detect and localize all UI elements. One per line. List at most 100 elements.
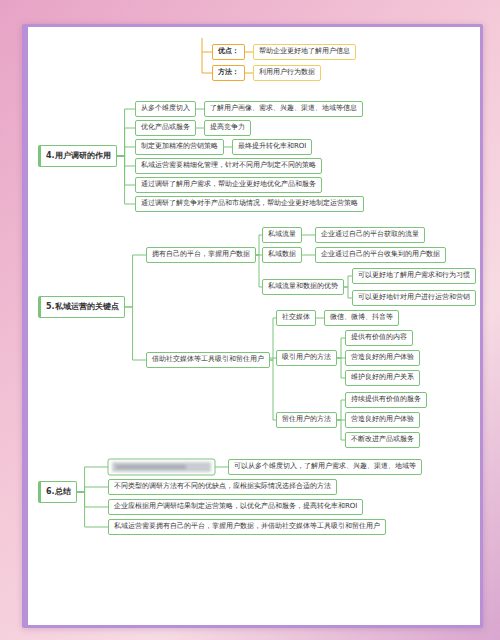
node-text: 最终提升转化率和ROI [238, 142, 306, 151]
bracket-line [202, 73, 212, 74]
node-text: 私域运营需要拥有自己的平台，掌握用户数据，并借助社交媒体等工具吸引和留住用户 [114, 522, 380, 531]
branch-connector [337, 400, 345, 420]
branch-connector [302, 235, 315, 236]
blurred-box [108, 459, 215, 475]
branch-connector [302, 255, 315, 256]
branch-box: 最终提升转化率和ROI [232, 139, 312, 154]
branch-box: 企业应根据用户调研结果制定运营策略，以优化产品和服务，提高转化率和ROI [108, 499, 363, 514]
node-text: 6.总结 [46, 487, 71, 498]
node-text: 企业应根据用户调研结果制定运营策略，以优化产品和服务，提高转化率和ROI [114, 502, 357, 511]
branch-connector [117, 156, 135, 166]
node-text: 通过调研了解用户需求，帮助企业更好地优化产品和服务 [141, 180, 316, 189]
node-text: 营造良好的用户体验 [351, 415, 414, 424]
branch-connector [316, 318, 324, 319]
branch-connector [125, 255, 146, 307]
branch-connector [270, 360, 276, 420]
branch-connector [245, 73, 253, 74]
branch-box: 不断改进产品或服务 [345, 432, 420, 447]
node-text: 提供有价值的内容 [351, 333, 407, 342]
branch-connector [196, 128, 204, 129]
blurred-patch [112, 462, 211, 472]
branch-box: 从多个维度切入 [135, 101, 196, 116]
branch-connector [337, 420, 345, 440]
node-text: 不断改进产品或服务 [351, 435, 414, 444]
branch-box: 通过调研了解用户需求，帮助企业更好地优化产品和服务 [135, 177, 322, 192]
node-text: 不同类型的调研方法有不同的优缺点，应根据实际情况选择合适的方法 [114, 482, 331, 491]
node-text: 营造良好的用户体验 [351, 353, 414, 362]
node-text: 借助社交媒体等工具吸引和留住用户 [152, 355, 264, 364]
node-text: 吸引用户的方法 [282, 353, 331, 362]
branch-connector [224, 147, 232, 148]
node-text: 优点： [218, 47, 239, 56]
branch-box: 社交媒体 [276, 310, 316, 325]
branch-connector [117, 128, 135, 156]
branch-connector [117, 156, 135, 204]
branch-box: 可以更好地了解用户需求和行为习惯 [352, 268, 476, 283]
node-text: 从多个维度切入 [141, 104, 190, 113]
branch-box: 拥有自己的平台，掌握用户数据 [146, 247, 256, 262]
branch-box: 私域运营需要拥有自己的平台，掌握用户数据，并借助社交媒体等工具吸引和留住用户 [108, 519, 386, 534]
branch-box: 借助社交媒体等工具吸引和留住用户 [146, 352, 270, 367]
node-text: 私域运营需要精细化管理，针对不同用户制定不同的策略 [141, 161, 316, 170]
branch-box: 私域数据 [262, 247, 302, 262]
node-text: 通过调研了解竞争对手产品和市场情况，帮助企业更好地制定运营策略 [141, 199, 358, 208]
branch-connector [77, 492, 108, 507]
label-value-box: 利用用户行为数据 [253, 65, 321, 80]
bracket-line [202, 38, 203, 73]
node-text: 制定更加精准的营销策略 [141, 142, 218, 151]
branch-box: 不同类型的调研方法有不同的优缺点，应根据实际情况选择合适的方法 [108, 479, 337, 494]
branch-box: 了解用户画像、需求、兴趣、渠道、地域等信息 [204, 101, 363, 116]
branch-box: 维护良好的用户关系 [345, 370, 420, 385]
label-key-box: 优点： [212, 44, 245, 59]
branch-connector [117, 147, 135, 156]
branch-box: 可以更好地针对用户进行运营和营销 [352, 290, 476, 305]
label-value-box: 帮助企业更好地了解用户信息 [253, 44, 356, 59]
branch-box: 私域运营需要精细化管理，针对不同用户制定不同的策略 [135, 158, 322, 173]
blurred-box-outline [108, 459, 215, 475]
section-box: 6.总结 [38, 481, 77, 504]
node-text: 了解用户画像、需求、兴趣、渠道、地域等信息 [210, 104, 357, 113]
node-text: 社交媒体 [282, 313, 310, 322]
bracket-line [202, 52, 212, 53]
branch-connector [77, 487, 108, 492]
section-box: 5.私域运营的关键点 [38, 296, 125, 319]
branch-box: 吸引用户的方法 [276, 350, 337, 365]
node-text: 私域数据 [268, 250, 296, 259]
branch-box: 提供有价值的内容 [345, 330, 413, 345]
node-text: 4.用户调研的作用 [46, 151, 111, 162]
section-box: 4.用户调研的作用 [38, 145, 117, 168]
branch-box: 提高竞争力 [204, 120, 251, 135]
node-text: 提高竞争力 [210, 123, 245, 132]
node-text: 优化产品或服务 [141, 123, 190, 132]
branch-box: 通过调研了解竞争对手产品和市场情况，帮助企业更好地制定运营策略 [135, 196, 364, 211]
branch-connector [117, 156, 135, 185]
branch-box: 留住用户的方法 [276, 412, 337, 427]
branch-box: 私域流量 [262, 227, 302, 242]
node-text: 维护良好的用户关系 [351, 373, 414, 382]
node-text: 私域流量和数据的优势 [268, 282, 338, 291]
branch-box: 持续提供有价值的服务 [345, 392, 427, 407]
node-text: 5.私域运营的关键点 [46, 302, 119, 313]
node-text: 微信、微博、抖音等 [330, 313, 393, 322]
branch-box: 企业通过自己的平台获取的流量 [315, 227, 425, 242]
node-text: 企业通过自己的平台收集到的用户数据 [321, 250, 440, 259]
label-key-box: 方法： [212, 65, 245, 80]
node-text: 可以更好地了解用户需求和行为习惯 [358, 271, 470, 280]
branch-connector [117, 109, 135, 156]
branch-box: 微信、微博、抖音等 [324, 310, 399, 325]
node-text: 企业通过自己的平台获取的流量 [321, 230, 419, 239]
branch-box: 可以从多个维度切入，了解用户需求、兴趣、渠道、地域等 [228, 459, 422, 474]
branch-box: 营造良好的用户体验 [345, 412, 420, 427]
node-text: 留住用户的方法 [282, 415, 331, 424]
branch-connector [125, 307, 146, 360]
node-text: 方法： [218, 68, 239, 77]
blurred-patch [116, 465, 186, 469]
node-text: 帮助企业更好地了解用户信息 [259, 47, 350, 56]
branch-connector [196, 109, 204, 110]
branch-connector [245, 52, 253, 53]
branch-connector [344, 276, 352, 287]
branch-connector [344, 287, 352, 298]
